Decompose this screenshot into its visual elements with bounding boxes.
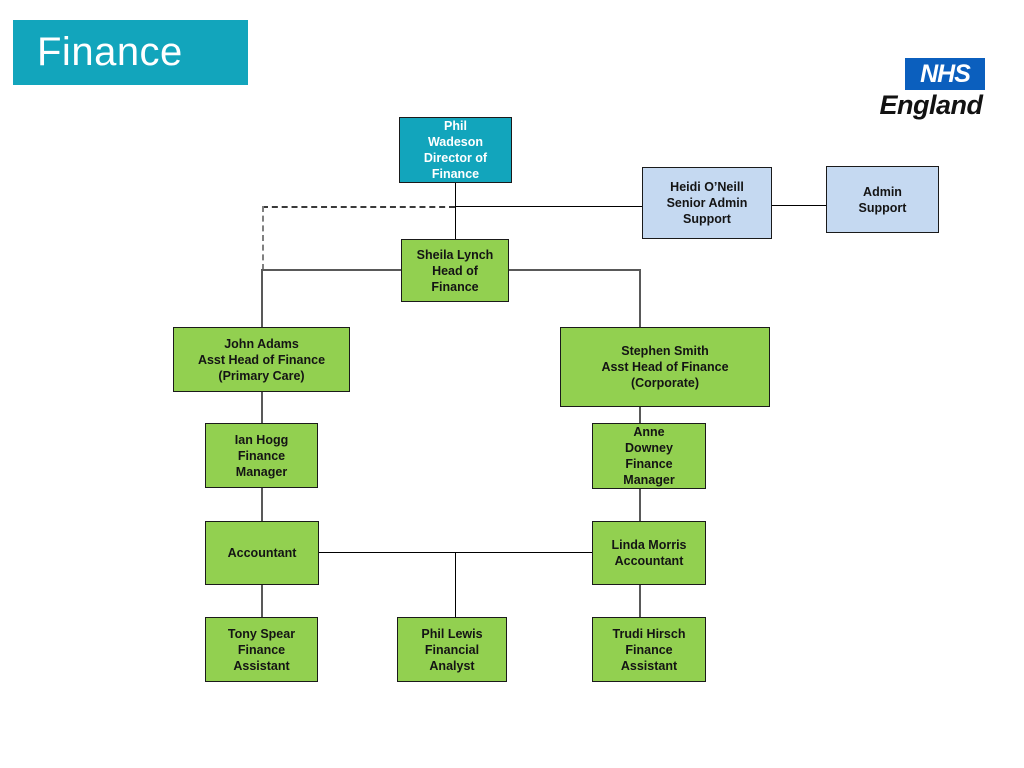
org-node-sheila-lynch: Sheila Lynch Head of Finance <box>401 239 509 302</box>
connector-director-to-head <box>455 183 456 239</box>
connector-stephen-to-anne <box>639 407 641 423</box>
org-node-accountant: Accountant <box>205 521 319 585</box>
org-node-phil-lewis: Phil Lewis Financial Analyst <box>397 617 507 682</box>
page-title-text: Finance <box>37 30 183 74</box>
connector-director-to-senior-admin <box>455 206 642 207</box>
nhs-logo-icon: NHS <box>905 58 985 90</box>
org-node-phil-wadeson: Phil Wadeson Director of Finance <box>399 117 512 183</box>
connector-head-branch-right <box>509 269 641 271</box>
connector-branch-to-stephen-smith <box>639 269 641 327</box>
org-node-tony-spear: Tony Spear Finance Assistant <box>205 617 318 682</box>
org-node-trudi-hirsch: Trudi Hirsch Finance Assistant <box>592 617 706 682</box>
connector-anne-to-linda <box>639 489 641 521</box>
connector-accountant-to-tony <box>261 585 263 617</box>
org-node-linda-morris: Linda Morris Accountant <box>592 521 706 585</box>
org-node-admin-support: Admin Support <box>826 166 939 233</box>
connector-senior-admin-to-admin <box>772 205 826 206</box>
connector-john-to-ian <box>261 392 263 423</box>
connector-dashed-horizontal <box>262 206 455 208</box>
connector-ian-to-accountant <box>261 488 263 521</box>
org-node-anne-downey: Anne Downey Finance Manager <box>592 423 706 489</box>
connector-to-phil-lewis <box>455 552 456 617</box>
connector-linda-to-trudi <box>639 585 641 617</box>
page-title: Finance <box>13 20 248 85</box>
nhs-england-wordmark: England <box>879 90 984 120</box>
org-node-stephen-smith: Stephen Smith Asst Head of Finance (Corp… <box>560 327 770 407</box>
org-node-heidi-oneill: Heidi O’Neill Senior Admin Support <box>642 167 772 239</box>
connector-dashed-vertical <box>262 206 264 270</box>
connector-branch-to-john-adams <box>261 269 263 327</box>
org-node-ian-hogg: Ian Hogg Finance Manager <box>205 423 318 488</box>
connector-head-branch-left <box>261 269 401 271</box>
org-node-john-adams: John Adams Asst Head of Finance (Primary… <box>173 327 350 392</box>
